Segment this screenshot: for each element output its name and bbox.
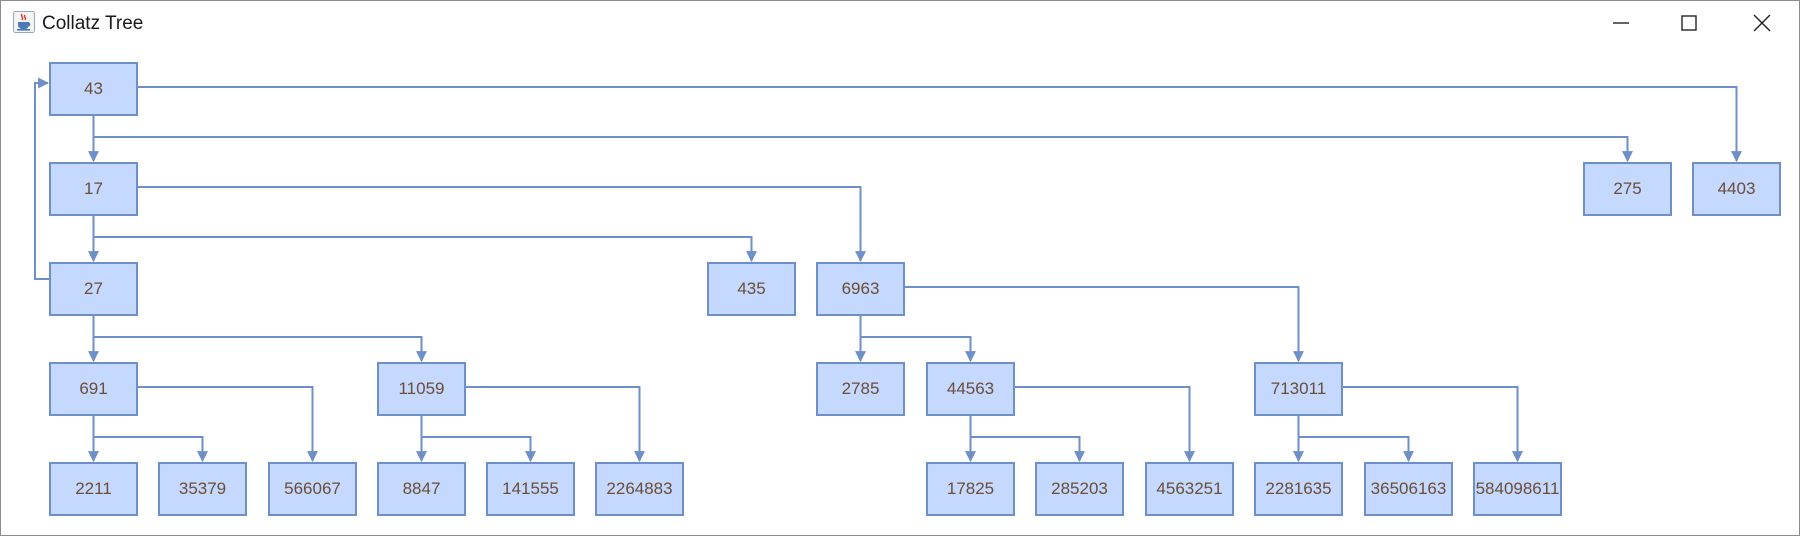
tree-node-566067[interactable]: 566067 — [268, 462, 357, 516]
edge-713011-584098611 — [1343, 386, 1523, 463]
title-bar[interactable]: Collatz Tree — [1, 1, 1799, 45]
edge-43-4403 — [138, 86, 1742, 163]
tree-node-4403[interactable]: 4403 — [1692, 162, 1781, 216]
minimize-icon — [1613, 22, 1629, 24]
tree-node-285203[interactable]: 285203 — [1035, 462, 1124, 516]
maximize-icon — [1681, 15, 1697, 31]
tree-node-8847[interactable]: 8847 — [377, 462, 466, 516]
tree-node-435[interactable]: 435 — [707, 262, 796, 316]
close-button[interactable] — [1727, 1, 1797, 45]
window-title: Collatz Tree — [42, 13, 144, 34]
tree-edges — [34, 77, 1742, 463]
tree-node-4563251[interactable]: 4563251 — [1145, 462, 1234, 516]
tree-node-11059[interactable]: 11059 — [377, 362, 466, 416]
tree-node-6963[interactable]: 6963 — [816, 262, 905, 316]
tree-node-44563[interactable]: 44563 — [926, 362, 1015, 416]
tree-node-17825[interactable]: 17825 — [926, 462, 1015, 516]
edge-11059-2264883 — [466, 386, 645, 463]
tree-node-141555[interactable]: 141555 — [486, 462, 575, 516]
tree-node-2785[interactable]: 2785 — [816, 362, 905, 416]
tree-node-713011[interactable]: 713011 — [1254, 362, 1343, 416]
edge-691-566067 — [138, 386, 318, 463]
tree-node-17[interactable]: 17 — [49, 162, 138, 216]
tree-canvas: 43 17 27 691 11059 2211 35379 566067 8847 141555 2… — [2, 45, 1799, 535]
tree-node-27[interactable]: 27 — [49, 262, 138, 316]
tree-node-691[interactable]: 691 — [49, 362, 138, 416]
minimize-button[interactable] — [1586, 1, 1656, 45]
edge-691-35379 — [92, 416, 208, 463]
tree-node-2264883[interactable]: 2264883 — [595, 462, 684, 516]
tree-node-275[interactable]: 275 — [1583, 162, 1672, 216]
tree-node-35379[interactable]: 35379 — [158, 462, 247, 516]
edge-17-435 — [92, 216, 757, 263]
tree-node-2211[interactable]: 2211 — [49, 462, 138, 516]
edge-27-11059 — [92, 316, 427, 363]
edge-713011-36506163 — [1297, 416, 1414, 463]
maximize-button[interactable] — [1654, 1, 1724, 45]
edge-11059-141555 — [420, 416, 536, 463]
tree-node-584098611[interactable]: 584098611 — [1473, 462, 1562, 516]
edge-43-275 — [92, 116, 1633, 163]
edge-27-43 — [34, 77, 50, 280]
edge-17-6963 — [138, 186, 866, 263]
close-icon — [1753, 14, 1771, 32]
tree-node-43[interactable]: 43 — [49, 62, 138, 116]
tree-node-2281635[interactable]: 2281635 — [1254, 462, 1343, 516]
edge-44563-4563251 — [1015, 386, 1195, 463]
edge-44563-285203 — [969, 416, 1085, 463]
edge-6963-713011 — [905, 286, 1304, 363]
edge-6963-44563 — [859, 316, 976, 363]
tree-node-36506163[interactable]: 36506163 — [1364, 462, 1453, 516]
java-coffee-cup-icon — [13, 11, 35, 33]
